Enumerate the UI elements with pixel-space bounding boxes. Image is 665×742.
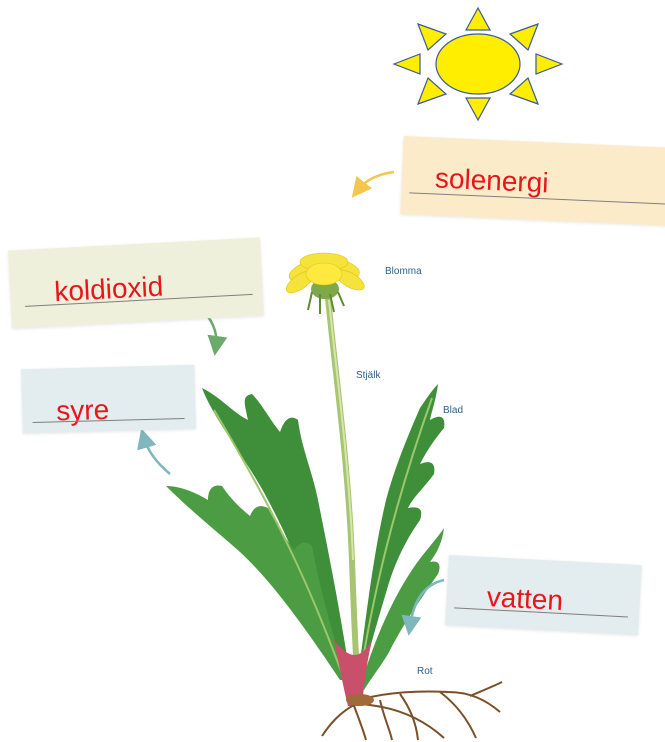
plant-part-label-blomma: Blomma bbox=[385, 266, 422, 277]
arrow-sunlight-to-plant bbox=[358, 172, 394, 190]
label-card-solenergi: solenergi bbox=[400, 136, 665, 226]
label-card-vatten: vatten bbox=[445, 555, 641, 635]
plant-part-label-blad: Blad bbox=[443, 405, 463, 416]
plant-part-label-stjalk: Stjälk bbox=[356, 370, 380, 381]
answer-syre: syre bbox=[56, 394, 110, 427]
arrow-o2-out-of-leaf bbox=[144, 438, 170, 474]
arrow-water-to-root bbox=[410, 580, 444, 626]
label-card-koldioxid: koldioxid bbox=[8, 237, 264, 328]
plant-part-label-rot: Rot bbox=[417, 666, 433, 677]
label-card-syre: syre bbox=[21, 365, 196, 434]
